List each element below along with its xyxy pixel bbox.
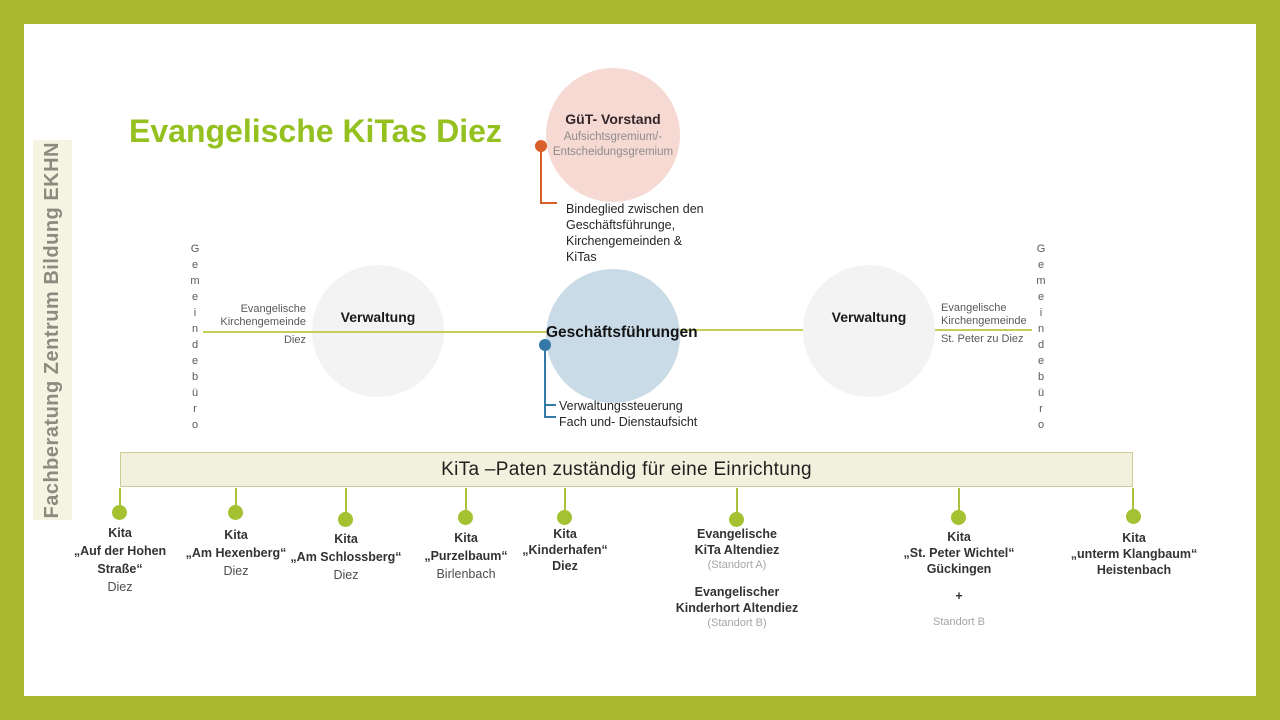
left-parish-town: Diez [283, 334, 306, 346]
right-parish-town: St. Peter zu Diez [941, 333, 1024, 345]
kita-dot [1126, 509, 1141, 524]
kita-label-line: Kita [454, 531, 478, 545]
connector-stem [564, 488, 566, 518]
kita-label-line: Kita [553, 527, 577, 541]
vorstand-connector-hline [540, 202, 557, 204]
left-parish-line2: Kirchengemeinde [220, 315, 306, 328]
management-note-line1: Verwaltungssteuerung [559, 399, 683, 413]
kita-dot [951, 510, 966, 525]
kita-paten-banner-label: KiTa –Paten zuständig für eine Einrichtu… [441, 458, 812, 480]
kita-label-line: „Kinderhafen“ [522, 543, 608, 557]
connector-stem [736, 488, 738, 520]
management-connector-vline [544, 345, 546, 417]
left-parish-label: Evangelische Kirchengemeinde Diez [200, 303, 306, 347]
kita-label-line: Kita [947, 530, 971, 544]
kita-label-line: Diez [223, 564, 249, 578]
vorstand-subtitle-line1: Aufsichtsgremium/- [563, 131, 663, 143]
right-parish-line2: Kirchengemeinde [941, 314, 1027, 327]
geschaeftsfuehrungen-label: Geschäftsführungen [546, 324, 698, 341]
connector-stem [235, 488, 237, 513]
sidebar-vertical-banner: Fachberatung Zentrum Bildung EKHN [33, 140, 72, 520]
kita-label-line: Kita [334, 532, 358, 546]
left-olive-line [203, 331, 547, 333]
kita-label-line: (Standort A) [707, 559, 767, 571]
vorstand-connector-dot [535, 140, 547, 152]
kita-dot [557, 510, 572, 525]
connector-stem [119, 488, 121, 513]
management-connector-tick2 [544, 416, 556, 418]
vorstand-note-line: Bindeglied zwischen den [566, 202, 704, 216]
kita-item: Kita „St. Peter Wichtel“ Gückingen + Standor… [884, 529, 1034, 630]
kita-dot [228, 505, 243, 520]
kita-dot [458, 510, 473, 525]
kita-dot [112, 505, 127, 520]
kita-label-line: „Am Schlossberg“ [290, 550, 402, 564]
sidebar-label: Fachberatung Zentrum Bildung EKHN [41, 141, 63, 519]
connector-stem [958, 488, 960, 518]
kita-label-line: „Am Hexenberg“ [185, 546, 287, 560]
management-note: Verwaltungssteuerung Fach und- Dienstauf… [559, 398, 697, 430]
kita-item: Kita „unterm Klangbaum“ Heistenbach [1054, 530, 1214, 578]
management-note-line2: Fach und- Dienstaufsicht [559, 415, 698, 429]
kita-label-line: Diez [107, 580, 133, 594]
kita-label-line: „Auf der Hohen [73, 544, 167, 558]
left-parish-line1: Evangelische [240, 303, 306, 315]
connector-stem [1132, 488, 1134, 517]
kita-label-line: Straße“ [97, 562, 143, 576]
page-title: Evangelische KiTas Diez [129, 113, 502, 149]
kita-label-line: KiTa Altendiez [694, 543, 780, 557]
left-gemeindebuero-vertical-label: Gemeindebüro [189, 243, 201, 435]
connector-stem [465, 488, 467, 518]
vorstand-title: GüT- Vorstand [565, 111, 661, 127]
connector-stem [345, 488, 347, 520]
management-connector-tick1 [544, 404, 556, 406]
right-parish-label: Evangelische Kirchengemeinde St. Peter z… [941, 302, 1053, 346]
vorstand-subtitle-line2: Entscheidungsgremium [552, 145, 674, 158]
kita-label-line: „Purzelbaum“ [424, 549, 508, 563]
right-parish-line1: Evangelische [941, 302, 1007, 314]
kita-item: Kita „Am Schlossberg“ Diez [281, 530, 411, 584]
vorstand-circle: GüT- Vorstand Aufsichtsgremium/- Entsche… [546, 68, 680, 202]
kita-label-line: Kita [1122, 531, 1146, 545]
kita-label-line: Evangelischer [694, 585, 780, 599]
geschaeftsfuehrungen-circle: Geschäftsführungen [546, 269, 698, 403]
kita-label-line: Evangelische [697, 527, 777, 541]
slide-canvas: Fachberatung Zentrum Bildung EKHN Evange… [24, 24, 1256, 696]
kita-label-line: Diez [333, 568, 359, 582]
vorstand-connector-vline [540, 148, 542, 203]
kita-paten-banner: KiTa –Paten zuständig für eine Einrichtu… [120, 452, 1133, 487]
kita-dot [729, 512, 744, 527]
kita-label-line: Gückingen [926, 562, 992, 576]
kita-item: Kita „Am Hexenberg“ Diez [171, 526, 301, 580]
kita-label-line: Diez [552, 559, 578, 573]
kita-label-line: „St. Peter Wichtel“ [903, 546, 1015, 560]
kita-label-line: Kita [108, 526, 132, 540]
vorstand-note-line: Geschäftsführunge, [566, 218, 676, 232]
kita-label-line: Birlenbach [436, 567, 496, 581]
left-verwaltung-label: Verwaltung [340, 309, 416, 325]
kita-label-line: (Standort B) [707, 617, 767, 629]
kita-dot [338, 512, 353, 527]
kita-item: Kita „Purzelbaum“ Birlenbach [406, 529, 526, 583]
kita-label-line: Heistenbach [1096, 563, 1172, 577]
kita-label-line: Kita [224, 528, 248, 542]
right-gemeindebuero-vertical-label: Gemeindebüro [1035, 243, 1047, 435]
kita-label-line: + [955, 589, 963, 603]
right-verwaltung-label: Verwaltung [831, 309, 907, 325]
vorstand-note-line: Kirchengemeinden & [566, 234, 683, 248]
kita-label-line: „unterm Klangbaum“ [1070, 547, 1198, 561]
vorstand-note-line: KiTas [566, 250, 597, 264]
vorstand-note: Bindeglied zwischen den Geschäftsführung… [566, 201, 704, 265]
right-verwaltung-circle: Verwaltung [803, 265, 935, 397]
kita-label-line: Standort B [933, 616, 985, 628]
kita-item: Kita „Kinderhafen“ Diez [505, 526, 625, 574]
kita-label-line: Kinderhort Altendiez [675, 601, 799, 615]
